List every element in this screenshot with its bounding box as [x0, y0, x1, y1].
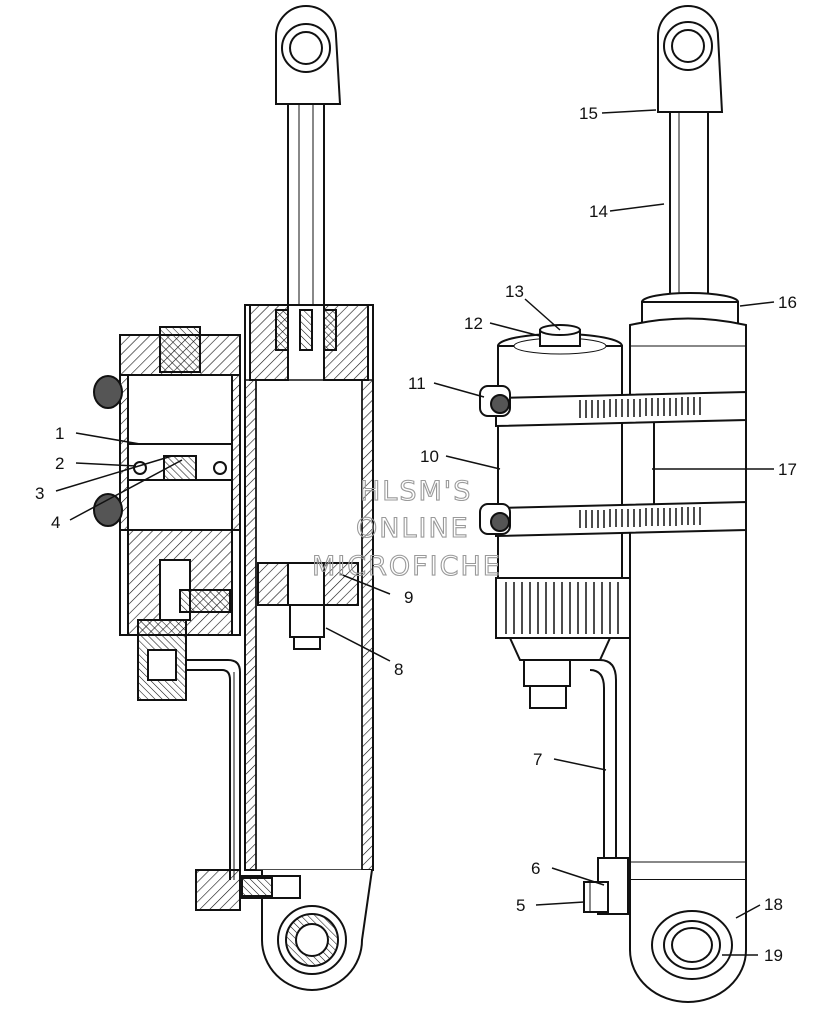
leader-3: [55, 455, 173, 492]
callout-5: 5: [516, 896, 525, 915]
leader-5: [535, 901, 585, 906]
watermark-line-3: MICROFICHE: [312, 551, 502, 582]
leader-2: [75, 462, 137, 467]
external-clamps: [479, 385, 747, 538]
watermark-line-2: ONLINE: [356, 513, 470, 544]
callout-11: 11: [408, 374, 426, 393]
leader-9: [339, 573, 391, 595]
external-top-eyelet: [657, 5, 724, 113]
callout-9: 9: [404, 588, 413, 607]
callout-19: 19: [764, 946, 783, 965]
external-hose-fitting: [583, 857, 629, 915]
leader-11: [433, 382, 485, 398]
leader-15: [601, 109, 657, 114]
callout-15: 15: [579, 104, 598, 123]
callout-14: 14: [589, 202, 608, 221]
callout-10: 10: [420, 447, 439, 466]
callout-16: 16: [778, 293, 797, 312]
watermark: HLSM'S ONLINE MICROFICHE: [311, 475, 502, 582]
leader-1: [75, 432, 141, 445]
callout-8: 8: [394, 660, 403, 679]
cutaway-top-eyelet: [275, 5, 342, 105]
callout-labels: 1 2 3 4 5 6 7 8 9 10 11 12 13 14 15 16 1…: [35, 104, 797, 965]
leader-13: [524, 298, 561, 331]
cutaway-shock: [93, 5, 374, 991]
leader-4: [69, 459, 183, 521]
leader-14: [609, 203, 665, 212]
callout-12: 12: [464, 314, 483, 333]
leader-10: [445, 455, 501, 470]
leader-7: [553, 758, 607, 771]
callout-7: 7: [533, 750, 542, 769]
watermark-line-1: HLSM'S: [360, 476, 472, 507]
callout-18: 18: [764, 895, 783, 914]
cutaway-piston: [257, 562, 359, 650]
callout-17: 17: [778, 460, 797, 479]
external-main-body: [629, 317, 747, 1003]
leader-lines: [55, 109, 775, 956]
callout-6: 6: [531, 859, 540, 878]
cutaway-reservoir: [93, 326, 241, 636]
callout-13: 13: [505, 282, 524, 301]
cutaway-lower-fitting: [137, 619, 187, 701]
cutaway-hose-fitting: [195, 869, 301, 911]
leader-6: [551, 867, 605, 886]
external-shock: [479, 5, 747, 1003]
leader-12: [489, 322, 541, 337]
callout-2: 2: [55, 454, 64, 473]
external-reservoir: [495, 324, 631, 709]
cutaway-bottom-eyelet: [261, 869, 373, 991]
callout-3: 3: [35, 484, 44, 503]
callout-1: 1: [55, 424, 64, 443]
leader-18: [735, 904, 761, 919]
external-shaft: [669, 111, 709, 309]
leader-16: [739, 301, 775, 307]
callout-4: 4: [51, 513, 60, 532]
external-hose: [589, 659, 617, 860]
leader-8: [325, 627, 391, 662]
cutaway-hose: [186, 659, 241, 880]
